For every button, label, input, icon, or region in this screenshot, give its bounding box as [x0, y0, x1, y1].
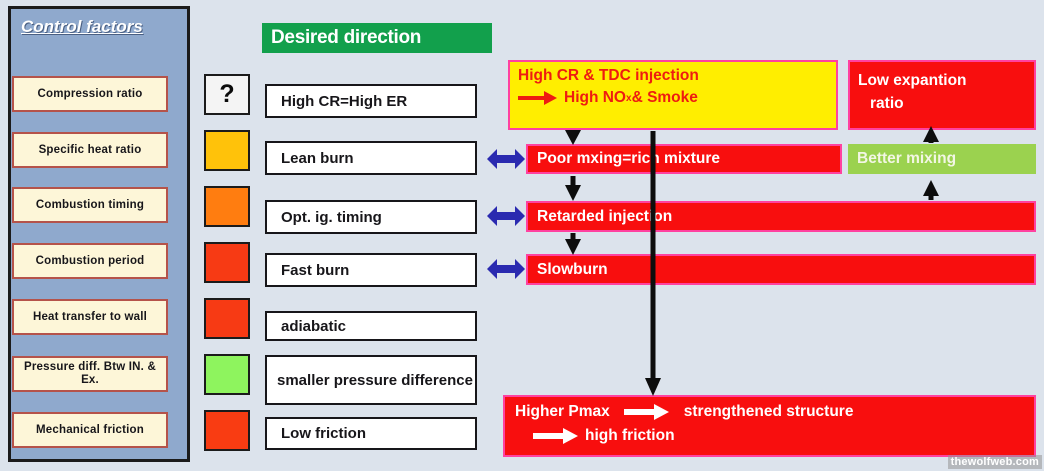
- bottom-line-1-b: strengthened structure: [683, 403, 854, 420]
- arrow-down-icon-2: [565, 176, 581, 201]
- red-arrow-right-icon: [518, 91, 557, 105]
- control-factors-title: Control factors: [21, 17, 143, 36]
- control-factor-label: Heat transfer to wall: [32, 310, 148, 323]
- desired-box-lean-burn[interactable]: Lean burn: [265, 141, 477, 175]
- arrow-down-icon-3: [565, 233, 581, 255]
- consequence-better-mixing[interactable]: Better mixing: [848, 144, 1036, 174]
- bottom-line-1-a: Higher Pmax: [515, 403, 610, 420]
- bottom-line-1: Higher Pmax strengthened structure: [515, 403, 1034, 421]
- bar-label: Slowburn: [537, 260, 608, 278]
- bottom-line-2: high friction: [515, 427, 1034, 445]
- desired-box-high-cr[interactable]: High CR=High ER: [265, 84, 477, 118]
- yellow-line-2-sub: x: [626, 92, 632, 104]
- arrow-down-icon-1: [565, 130, 581, 145]
- swatch-unknown[interactable]: ?: [204, 74, 250, 115]
- control-factor-mechanical-friction[interactable]: Mechanical friction: [12, 412, 168, 448]
- swatch-specific-heat-ratio[interactable]: [204, 130, 250, 171]
- desired-box-low-friction[interactable]: Low friction: [265, 417, 477, 450]
- control-factor-pressure-difference[interactable]: Pressure diff. Btw IN. & Ex.: [12, 356, 168, 392]
- yellow-line-2-prefix: High NO: [564, 89, 626, 106]
- white-arrow-right-icon: [623, 404, 669, 420]
- low-expansion-line-2: ratio: [870, 95, 904, 112]
- control-factor-compression-ratio[interactable]: Compression ratio: [12, 76, 168, 112]
- bar-label: Poor mxing=rich mixture: [537, 150, 721, 167]
- desired-box-adiabatic[interactable]: adiabatic: [265, 311, 477, 341]
- control-factor-specific-heat-ratio[interactable]: Specific heat ratio: [12, 132, 168, 168]
- double-arrow-icon-1: [487, 149, 525, 169]
- arrow-up-icon-2: [923, 180, 939, 200]
- control-factor-label: Pressure diff. Btw IN. & Ex.: [24, 361, 156, 386]
- control-factor-label: Combustion timing: [35, 198, 145, 211]
- consequence-poor-mixing[interactable]: Poor mxing=rich mixture: [526, 144, 842, 174]
- question-mark-icon: ?: [219, 80, 235, 108]
- control-factor-label: Combustion period: [35, 254, 145, 267]
- desired-box-label: Fast burn: [281, 261, 350, 279]
- control-factor-combustion-timing[interactable]: Combustion timing: [12, 187, 168, 223]
- bar-label: Retarded injection: [537, 207, 673, 225]
- control-factor-label: Compression ratio: [37, 87, 143, 100]
- desired-direction-header: Desired direction: [262, 23, 492, 53]
- desired-box-opt-ig-timing[interactable]: Opt. ig. timing: [265, 200, 477, 234]
- desired-box-label: High CR=High ER: [281, 92, 408, 110]
- consequence-retarded-injection[interactable]: Retarded injection: [526, 201, 1036, 232]
- control-factors-panel: Control factors: [8, 6, 190, 462]
- desired-box-label: adiabatic: [281, 317, 347, 335]
- desired-box-label: Lean burn: [281, 149, 354, 167]
- consequence-low-expansion-ratio[interactable]: Low expantion ratio: [848, 60, 1036, 130]
- desired-box-label: Low friction: [281, 425, 366, 442]
- desired-box-fast-burn[interactable]: Fast burn: [265, 253, 477, 287]
- swatch-combustion-period[interactable]: [204, 242, 250, 283]
- white-arrow-right-icon-2: [533, 428, 578, 444]
- watermark: thewolfweb.com: [947, 455, 1042, 469]
- control-factor-heat-transfer-to-wall[interactable]: Heat transfer to wall: [12, 299, 168, 335]
- control-factor-label: Mechanical friction: [36, 423, 144, 436]
- swatch-heat-transfer[interactable]: [204, 298, 250, 339]
- consequence-slow-burn[interactable]: Slowburn: [526, 254, 1036, 285]
- yellow-line-1: High CR & TDC injection: [518, 67, 699, 84]
- desired-box-label: smaller pressure difference: [277, 371, 473, 389]
- desired-box-smaller-pressure-difference[interactable]: smaller pressure difference: [265, 355, 477, 405]
- consequence-higher-pmax[interactable]: Higher Pmax strengthened structure high …: [503, 395, 1036, 457]
- double-arrow-icon-3: [487, 259, 525, 279]
- desired-box-label: Opt. ig. timing: [281, 208, 382, 226]
- control-factor-combustion-period[interactable]: Combustion period: [12, 243, 168, 279]
- swatch-combustion-timing[interactable]: [204, 186, 250, 227]
- yellow-line-2-suffix: & Smoke: [631, 89, 698, 106]
- low-expansion-line-1: Low expantion: [858, 72, 967, 89]
- bar-label: Better mixing: [857, 150, 957, 167]
- swatch-mechanical-friction[interactable]: [204, 410, 250, 451]
- swatch-pressure-difference[interactable]: [204, 354, 250, 395]
- control-factor-label: Specific heat ratio: [38, 143, 142, 156]
- double-arrow-icon-2: [487, 206, 525, 226]
- bottom-line-2-label: high friction: [585, 427, 675, 444]
